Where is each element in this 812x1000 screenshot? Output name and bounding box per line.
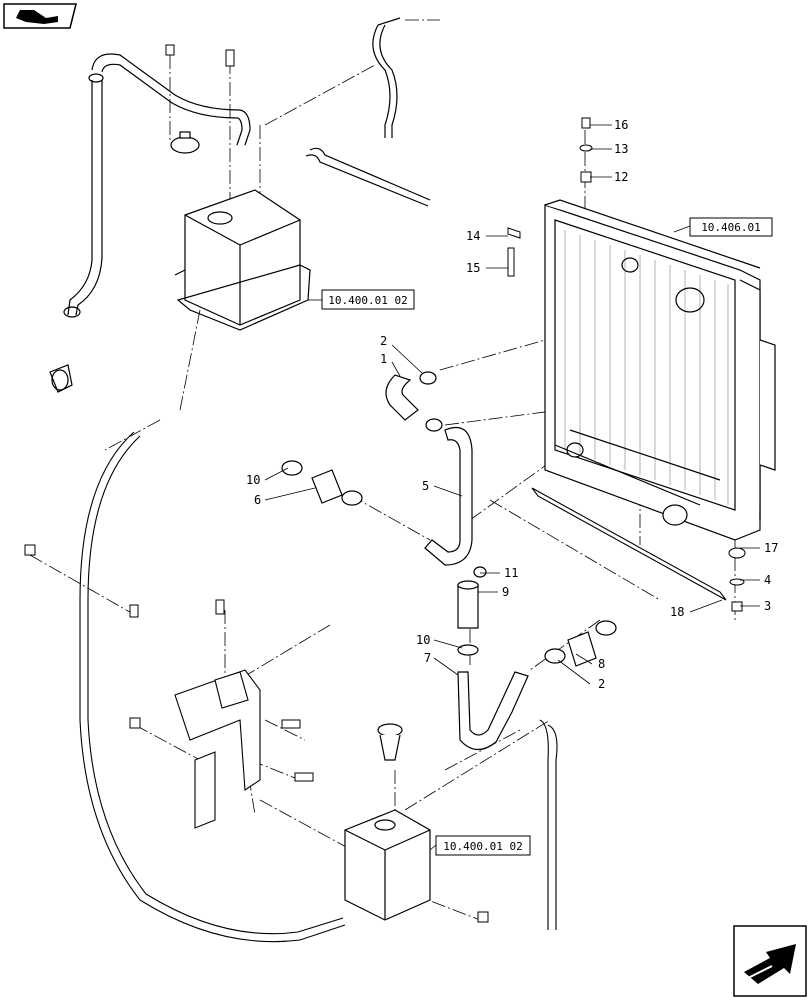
radiator-core-pattern: [564, 230, 729, 505]
callout-7: 7: [424, 651, 431, 665]
mounting-bracket: [174, 669, 261, 829]
callout-leaders: [264, 124, 760, 851]
overflow-tube: [79, 431, 558, 943]
next-page-arrow-icon[interactable]: [733, 925, 807, 997]
callout-12: 12: [614, 170, 628, 184]
callout-6: 6: [254, 493, 261, 507]
callout-11: 11: [504, 566, 518, 580]
seal-strip: [531, 487, 727, 601]
lower-expansion-tank: [344, 723, 431, 921]
reference-box-lower-tank[interactable]: 10.400.01 02: [435, 835, 531, 856]
reference-code-radiator[interactable]: 10.406.01: [701, 221, 761, 234]
fastener-hardware: [24, 44, 746, 923]
book-page-icon[interactable]: [3, 3, 77, 29]
reference-box-upper-tank[interactable]: 10.400.01 02: [321, 289, 415, 310]
callout-numbers: 16 13 12 14 15 2 1 10 6 5 11 9 10 7 8 2 …: [246, 118, 778, 691]
callout-2-upper: 2: [380, 334, 387, 348]
upper-expansion-tank: [170, 131, 311, 331]
callout-13: 13: [614, 142, 628, 156]
callout-15: 15: [466, 261, 480, 275]
callout-8: 8: [598, 657, 605, 671]
callout-2-lower: 2: [598, 677, 605, 691]
callout-5: 5: [422, 479, 429, 493]
upper-hoses: [49, 17, 431, 393]
callout-17: 17: [764, 541, 778, 555]
callout-10-lower: 10: [416, 633, 430, 647]
callout-4: 4: [764, 573, 771, 587]
callout-9: 9: [502, 585, 509, 599]
callout-14: 14: [466, 229, 480, 243]
callout-10-upper: 10: [246, 473, 260, 487]
reference-box-radiator[interactable]: 10.406.01: [689, 217, 773, 237]
callout-18: 18: [670, 605, 684, 619]
callout-16: 16: [614, 118, 628, 132]
callout-3: 3: [764, 599, 771, 613]
reference-code-upper-tank[interactable]: 10.400.01 02: [328, 294, 407, 307]
reference-code-lower-tank[interactable]: 10.400.01 02: [443, 840, 522, 853]
hose-components: [281, 371, 617, 751]
cooling-radiator: [544, 199, 776, 541]
callout-1: 1: [380, 352, 387, 366]
